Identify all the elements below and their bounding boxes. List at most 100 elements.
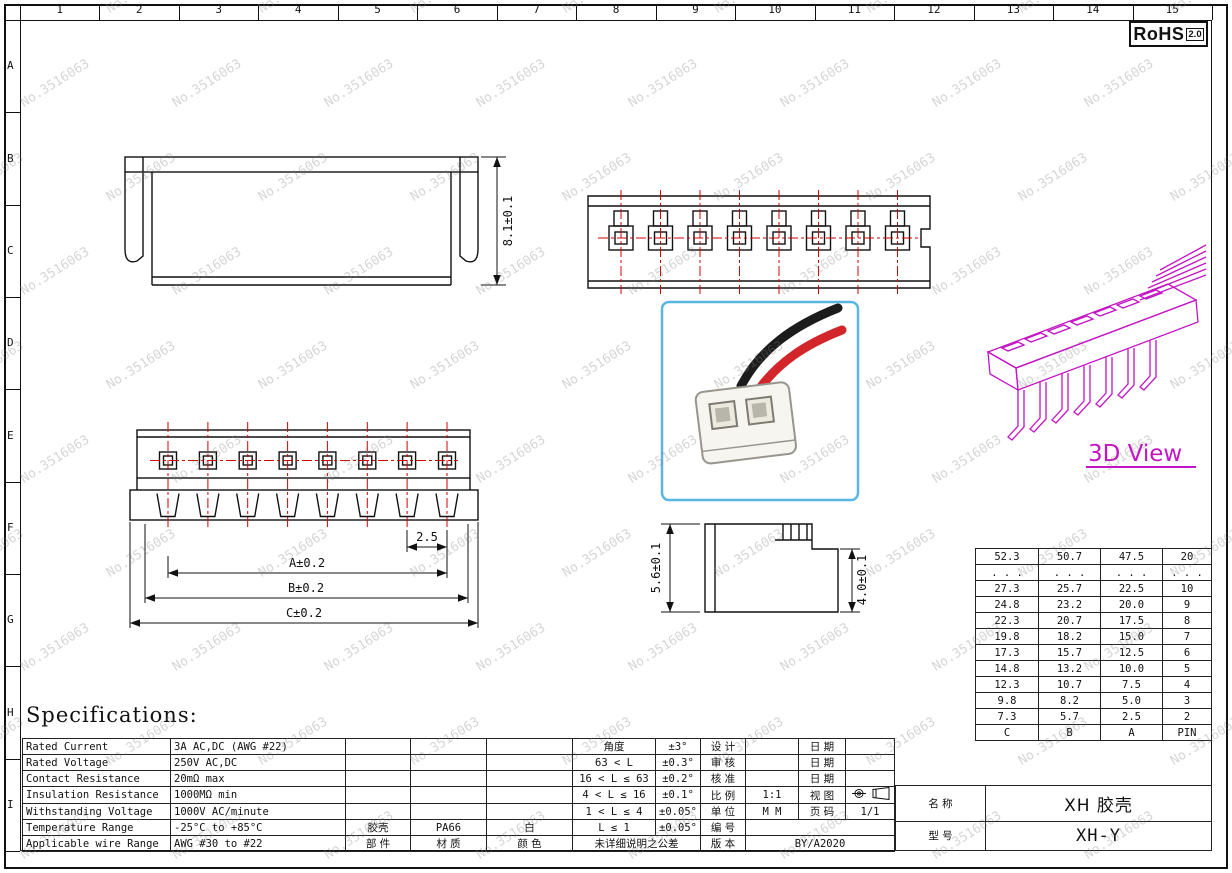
tolerance-range: 角度 bbox=[572, 738, 656, 755]
spec-row: Contact Resistance 20mΩ max 16 < L ≤ 63 … bbox=[22, 770, 895, 787]
unit-label: 单 位 bbox=[700, 803, 746, 820]
pin-table-cell: 7.5 bbox=[1100, 676, 1163, 693]
color-label: 颜 色 bbox=[486, 835, 573, 852]
approve-label: 核 准 bbox=[700, 770, 746, 787]
pin-table-cell: 10.7 bbox=[1038, 676, 1101, 693]
spec-label: Rated Current bbox=[22, 738, 171, 755]
ruler-number: 15 bbox=[1165, 3, 1179, 16]
pin-table-cell: 17.3 bbox=[975, 644, 1039, 661]
pin-table-cell: 5.7 bbox=[1038, 708, 1101, 725]
pin-table-cell: 9 bbox=[1162, 596, 1212, 613]
pin-table-cell: 6 bbox=[1162, 644, 1212, 661]
spec-row: Rated Voltage 250V AC,DC 63 < L ±0.3° 审 … bbox=[22, 754, 895, 771]
pin-table-cell: 5.0 bbox=[1100, 692, 1163, 709]
spec-value: 3A AC,DC (AWG #22) bbox=[170, 738, 346, 755]
bottom-view-centerlines bbox=[150, 422, 458, 528]
tolerance-range: 16 < L ≤ 63 bbox=[572, 770, 656, 787]
tolerance-range: 1 < L ≤ 4 bbox=[572, 803, 656, 820]
photo-view bbox=[660, 300, 860, 502]
pin-table-cell: 10.0 bbox=[1100, 660, 1163, 677]
name-model-block: 名 称 XH 胶壳 型 号 XH-Y bbox=[895, 785, 1212, 852]
scale-label: 比 例 bbox=[700, 786, 746, 804]
pin-table-cell: 3 bbox=[1162, 692, 1212, 709]
pin-table-cell: 9.8 bbox=[975, 692, 1039, 709]
pin-table-cell: 5 bbox=[1162, 660, 1212, 677]
ruler-letter: C bbox=[7, 243, 14, 257]
tolerance-footer: 未详细说明之公差 bbox=[572, 835, 701, 852]
dim-pin-height-label: 4.0±0.1 bbox=[855, 555, 869, 606]
date-label: 日 期 bbox=[798, 770, 846, 787]
pin-table-cell: 22.5 bbox=[1100, 580, 1163, 597]
material-value: PA66 bbox=[410, 819, 487, 836]
pin-table-cell: B bbox=[1038, 724, 1101, 741]
date-label: 日 期 bbox=[798, 754, 846, 771]
pin-table-cell: 7.3 bbox=[975, 708, 1039, 725]
pin-table-cell: 52.3 bbox=[975, 548, 1039, 565]
pin-table-cell: 20.0 bbox=[1100, 596, 1163, 613]
design-label: 设 计 bbox=[700, 738, 746, 755]
pin-table-cell: 20.7 bbox=[1038, 612, 1101, 629]
pin-table-cell: 10 bbox=[1162, 580, 1212, 597]
pin-table-cell: 18.2 bbox=[1038, 628, 1101, 645]
pin-table-cell: 14.8 bbox=[975, 660, 1039, 677]
name-value: XH 胶壳 bbox=[985, 785, 1212, 822]
ruler-number: 7 bbox=[533, 3, 540, 16]
pin-table-cell: 17.5 bbox=[1100, 612, 1163, 629]
sheet-outer-border bbox=[4, 4, 1228, 869]
tolerance-value: ±0.1° bbox=[655, 786, 701, 804]
ruler-letter: E bbox=[7, 428, 14, 442]
pin-table-cell: A bbox=[1100, 724, 1163, 741]
tolerance-value: ±3° bbox=[655, 738, 701, 755]
version-value: BY/A2020 bbox=[745, 835, 895, 852]
ruler-number: 3 bbox=[215, 3, 222, 16]
ruler-number: 2 bbox=[135, 3, 143, 16]
tolerance-value: ±0.05° bbox=[655, 803, 701, 820]
ruler-number: 11 bbox=[847, 3, 862, 16]
part-value: 胶壳 bbox=[345, 819, 411, 836]
page-value: 1/1 bbox=[845, 803, 895, 820]
tolerance-range: 4 < L ≤ 16 bbox=[572, 786, 656, 804]
dim-profile-height-label: 5.6±0.1 bbox=[649, 543, 663, 594]
tolerance-value: ±0.05° bbox=[655, 819, 701, 836]
spec-label: Applicable wire Range bbox=[22, 835, 171, 852]
pin-table-cell: 19.8 bbox=[975, 628, 1039, 645]
spec-row: Temperature Range -25°C to +85°C 胶壳 PA66… bbox=[22, 819, 895, 836]
projection-symbol-icon bbox=[852, 787, 890, 801]
tolerance-value: ±0.2° bbox=[655, 770, 701, 787]
date-label: 日 期 bbox=[798, 738, 846, 755]
pin-table-cell: 8.2 bbox=[1038, 692, 1101, 709]
ruler-letter: B bbox=[7, 151, 14, 165]
model-label: 型 号 bbox=[895, 820, 986, 852]
tolerance-range: 63 < L bbox=[572, 754, 656, 771]
pin-table-cell: 22.3 bbox=[975, 612, 1039, 629]
ruler-number: 5 bbox=[374, 3, 381, 16]
pin-table-cell: 7 bbox=[1162, 628, 1212, 645]
rohs-version: 2.0 bbox=[1186, 27, 1204, 41]
pin-table-cell: 15.0 bbox=[1100, 628, 1163, 645]
ruler-number: 8 bbox=[612, 3, 620, 16]
pin-table-cell: 8 bbox=[1162, 612, 1212, 629]
dim-c-label: C±0.2 bbox=[286, 606, 322, 620]
3d-view-label: 3D View bbox=[1088, 441, 1182, 467]
dim-housing-height-label: 8.1±0.1 bbox=[501, 196, 515, 247]
ruler-number: 9 bbox=[692, 3, 699, 16]
pin-table-cell: 25.7 bbox=[1038, 580, 1101, 597]
pin-table-cell: 12.5 bbox=[1100, 644, 1163, 661]
spec-value: 1000MΩ min bbox=[170, 786, 346, 804]
pin-table-cell: 12.3 bbox=[975, 676, 1039, 693]
ruler-number: 14 bbox=[1086, 3, 1100, 16]
page-label: 页 码 bbox=[798, 803, 846, 820]
spec-value: AWG #30 to #22 bbox=[170, 835, 346, 852]
connector-body bbox=[694, 381, 797, 465]
pin-table-cell: . . . bbox=[1038, 564, 1101, 581]
